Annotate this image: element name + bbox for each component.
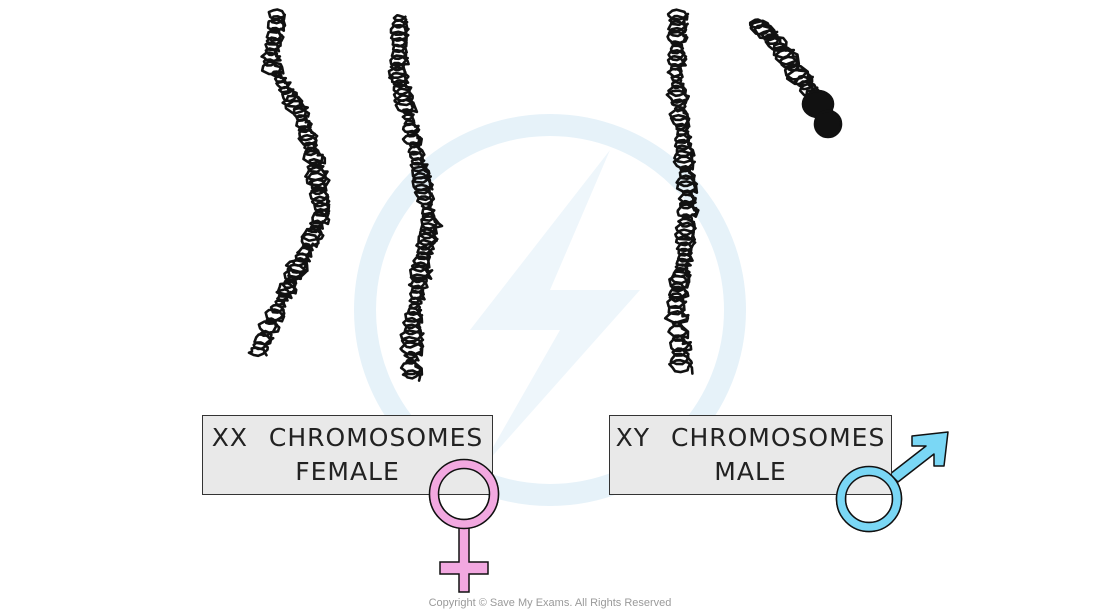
y-chromosome-dense-end <box>813 109 843 139</box>
x-chromosome-3 <box>663 8 700 375</box>
female-label-line2: FEMALE <box>295 457 400 486</box>
female-label-box: XX CHROMOSOMES FEMALE <box>202 415 493 495</box>
male-label-line1: XY CHROMOSOMES <box>615 423 886 452</box>
watermark-logo <box>354 114 746 506</box>
x-chromosome-2 <box>387 14 444 382</box>
copyright-notice: Copyright © Save My Exams. All Rights Re… <box>428 597 672 609</box>
female-label-line1: XX CHROMOSOMES <box>211 423 484 452</box>
x-chromosome-1 <box>247 8 331 358</box>
male-label-box: XY CHROMOSOMES MALE <box>609 415 892 495</box>
male-label-line2: MALE <box>714 457 787 486</box>
